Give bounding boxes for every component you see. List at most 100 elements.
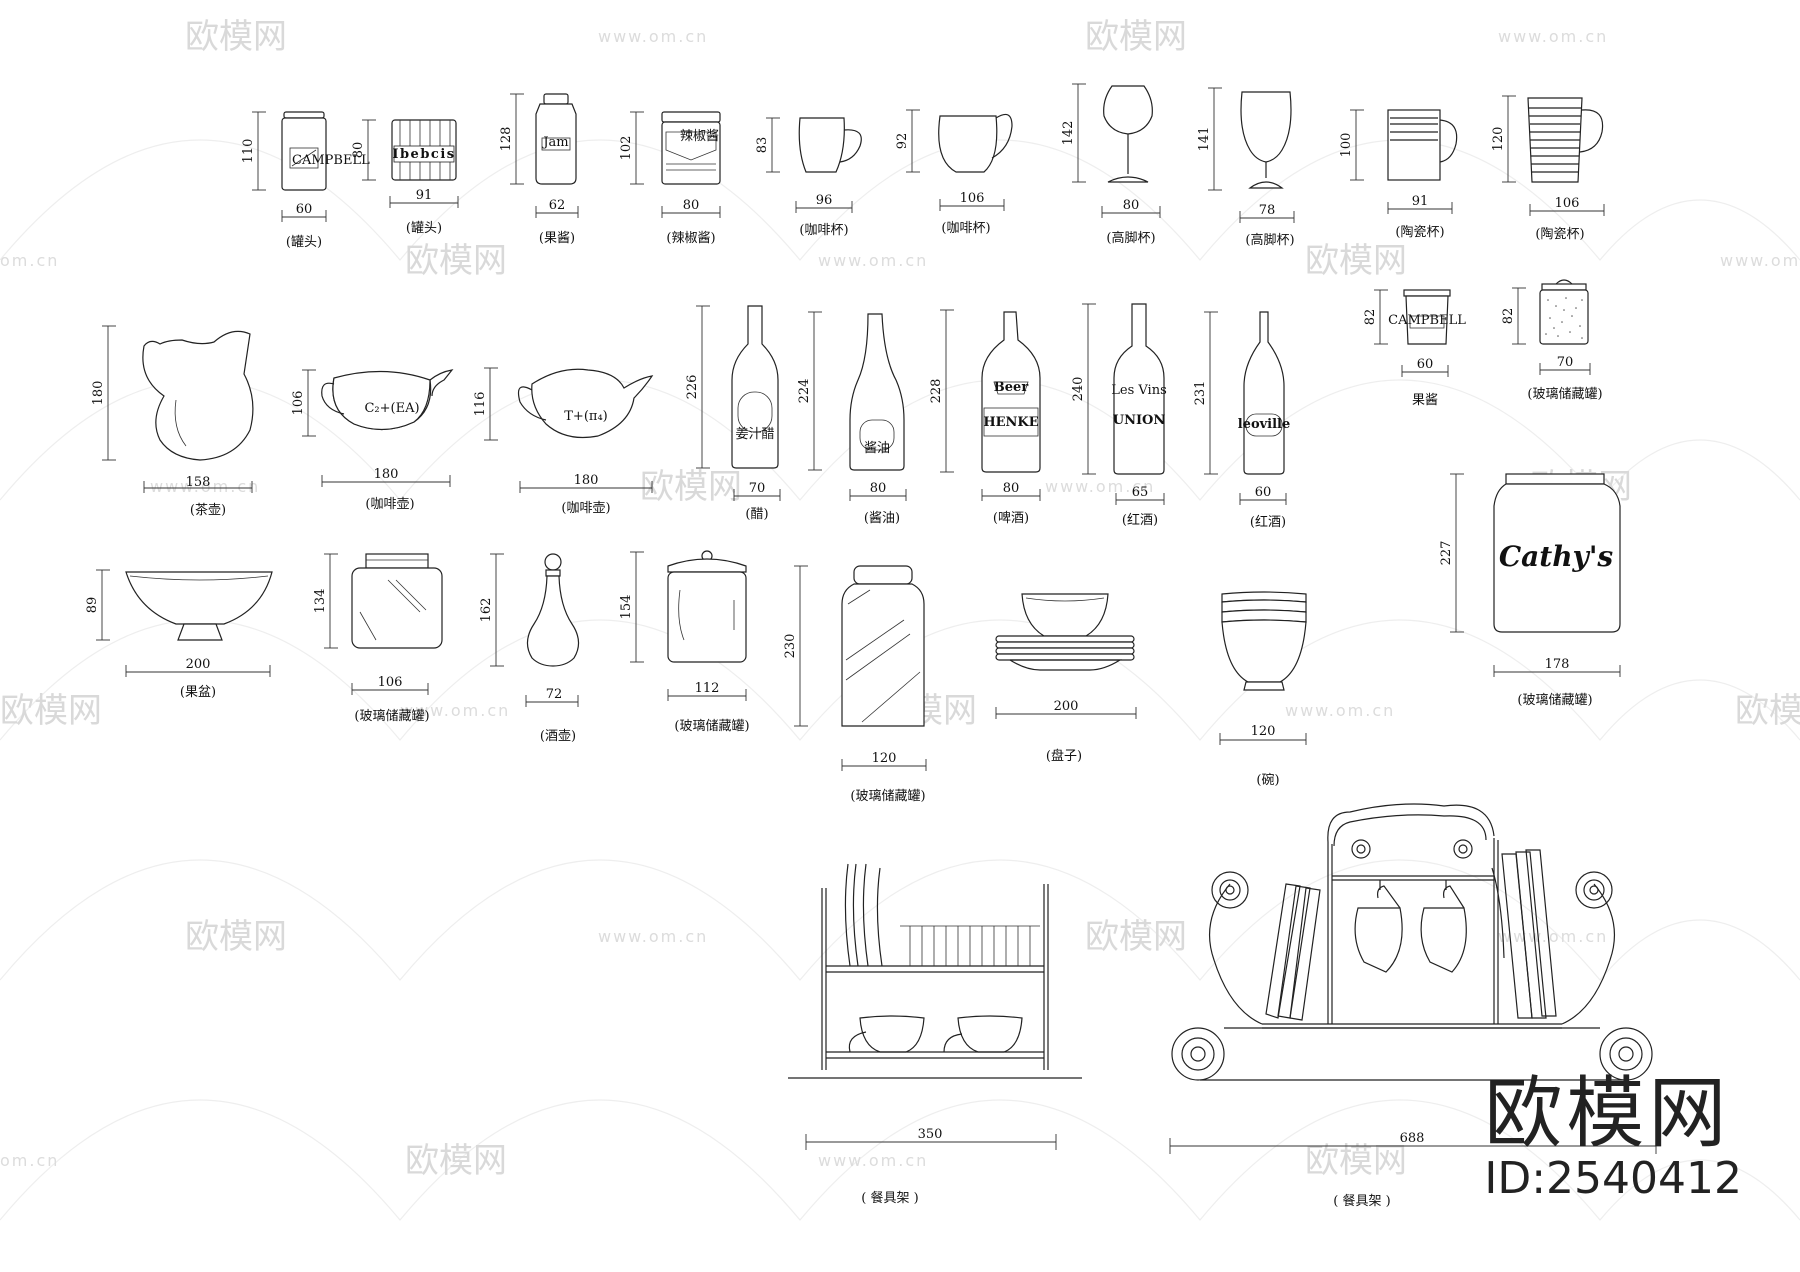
item-caption: (果盆) bbox=[180, 685, 216, 700]
item-label: Jam bbox=[541, 135, 568, 150]
item-coffee-cup-1: 83 96 (咖啡杯) bbox=[755, 117, 862, 238]
item-mug-2: 120 106 (陶瓷杯) bbox=[1491, 95, 1605, 242]
item-teapot: 180 158 (茶壶) bbox=[91, 325, 254, 518]
dim-width: 91 bbox=[1412, 194, 1429, 209]
dim-height: 226 bbox=[685, 375, 700, 400]
item-label: 酱油 bbox=[864, 441, 890, 456]
item-caption: (碗) bbox=[1256, 772, 1279, 788]
item-label: T+(π₄) bbox=[564, 409, 607, 424]
dim-height: 82 bbox=[1501, 308, 1516, 325]
watermark-url: www.om.cn bbox=[1285, 701, 1395, 720]
item-caption: (醋) bbox=[745, 506, 768, 522]
item-caption: (玻璃储藏罐) bbox=[1517, 693, 1592, 708]
dim-width: 350 bbox=[918, 1127, 943, 1142]
dim-width: 180 bbox=[574, 473, 599, 488]
dim-height: 224 bbox=[797, 379, 812, 404]
watermark-url: www.om.cn bbox=[1498, 927, 1608, 946]
item-beer-bottle: Beer HENKE 228 80 (啤酒) bbox=[929, 309, 1041, 526]
watermark-url: www.om.cn bbox=[1720, 251, 1800, 270]
item-caption: (玻璃储藏罐) bbox=[1527, 387, 1602, 402]
item-jar-1: CAMPBELL 110 60 (罐头) bbox=[241, 111, 370, 250]
dim-height: 142 bbox=[1061, 121, 1076, 146]
item-vinegar-bottle: 姜汁醋 226 70 (醋) bbox=[685, 305, 781, 522]
item-soy-sauce-bottle: 酱油 224 80 (酱油) bbox=[797, 311, 907, 526]
item-plates: 200 (盘子) bbox=[995, 593, 1137, 764]
item-caption: (咖啡杯) bbox=[941, 221, 990, 236]
item-caption: (罐头) bbox=[286, 235, 322, 250]
item-caption: (陶瓷杯) bbox=[1395, 224, 1444, 240]
dim-height: 240 bbox=[1071, 377, 1086, 402]
item-fruit-bowl: 89 200 (果盆) bbox=[85, 569, 273, 700]
item-caption: (高脚杯) bbox=[1245, 232, 1294, 248]
item-jam-2: CAMPBELL 82 60 果酱 bbox=[1363, 289, 1466, 408]
dim-width: 60 bbox=[296, 202, 313, 217]
dim-width: 180 bbox=[374, 467, 399, 482]
watermark-logo: 欧模网 bbox=[1305, 1141, 1407, 1181]
item-can: Ibebcis 80 91 (罐头) bbox=[351, 119, 459, 236]
dim-height: 134 bbox=[313, 589, 328, 614]
item-glass-jar-1: 134 106 (玻璃储藏罐) bbox=[313, 553, 443, 724]
dim-width: 106 bbox=[960, 191, 985, 206]
watermark-url: www.om.cn bbox=[598, 927, 708, 946]
item-caption: (咖啡壶) bbox=[365, 497, 414, 512]
item-caption: (罐头) bbox=[406, 221, 442, 236]
dim-width: 70 bbox=[749, 481, 766, 496]
item-coffee-pot-2: T+(π₄) 116 180 (咖啡壶) bbox=[473, 367, 654, 516]
dim-height: 228 bbox=[929, 379, 944, 404]
dim-height: 180 bbox=[91, 381, 106, 406]
watermark-logo: 欧模网 bbox=[640, 467, 742, 507]
dim-width: 72 bbox=[546, 687, 563, 702]
watermark-logo: 欧模网 bbox=[405, 241, 507, 281]
item-glass-jar-small: 82 70 (玻璃储藏罐) bbox=[1501, 279, 1603, 402]
item-caption: (茶壶) bbox=[190, 502, 226, 518]
dim-width: 91 bbox=[416, 188, 433, 203]
brand-stamp: 欧模网 ID:2540412 bbox=[1484, 1074, 1742, 1204]
dim-height: 141 bbox=[1197, 127, 1212, 152]
item-label: Cathy's bbox=[1499, 540, 1614, 573]
item-glass-jar-2: 154 112 (玻璃储藏罐) bbox=[619, 550, 750, 734]
dim-height: 82 bbox=[1363, 309, 1378, 326]
item-chili-sauce: 辣椒酱 102 80 (辣椒酱) bbox=[619, 111, 721, 246]
dim-width: 106 bbox=[1555, 196, 1580, 211]
dim-height: 162 bbox=[479, 598, 494, 623]
dim-width: 200 bbox=[186, 657, 211, 672]
item-caption: (咖啡壶) bbox=[561, 501, 610, 516]
dim-width: 120 bbox=[872, 751, 897, 766]
dim-width: 80 bbox=[1123, 198, 1140, 213]
watermark-url: www.om.cn bbox=[400, 701, 510, 720]
watermark-url: www.om.cn bbox=[1498, 27, 1608, 46]
watermark-url: www.om.cn bbox=[1045, 477, 1155, 496]
item-decanter: 162 72 (酒壶) bbox=[479, 553, 580, 744]
item-label: UNION bbox=[1113, 413, 1166, 428]
dim-width: 62 bbox=[549, 198, 566, 213]
dim-width: 158 bbox=[186, 475, 211, 490]
dim-width: 70 bbox=[1557, 355, 1574, 370]
watermark-logo: 欧模网 bbox=[0, 691, 102, 731]
watermark-url: www.om.cn bbox=[818, 1151, 928, 1170]
dim-width: 80 bbox=[870, 481, 887, 496]
item-caption: (咖啡杯) bbox=[799, 223, 848, 238]
dim-height: 154 bbox=[619, 595, 634, 620]
watermark-logo: 欧模网 bbox=[1735, 691, 1800, 731]
watermark-logo: 欧模网 bbox=[1305, 241, 1407, 281]
dim-height: 116 bbox=[473, 392, 488, 417]
item-caption: (高脚杯) bbox=[1106, 230, 1155, 246]
item-label-2: Les Vins bbox=[1111, 383, 1167, 398]
dim-height: 128 bbox=[499, 127, 514, 152]
item-label: leoville bbox=[1238, 417, 1291, 432]
item-label: CAMPBELL bbox=[292, 153, 370, 168]
dim-height: 100 bbox=[1339, 133, 1354, 158]
item-dish-rack-small: 350 ( 餐具架 ) bbox=[788, 863, 1082, 1206]
item-caption: (果酱) bbox=[539, 231, 575, 246]
watermark-logo: 欧模网 bbox=[405, 1141, 507, 1181]
item-coffee-cup-2: 92 106 (咖啡杯) bbox=[895, 109, 1013, 236]
dim-width: 80 bbox=[683, 198, 700, 213]
brand-logo: 欧模网 bbox=[1484, 1069, 1731, 1159]
watermark-logo: 欧模网 bbox=[1085, 917, 1187, 957]
dim-width: 178 bbox=[1545, 657, 1570, 672]
dim-width: 688 bbox=[1400, 1131, 1425, 1146]
item-coffee-pot-1: C₂+(EA) 106 180 (咖啡壶) bbox=[291, 369, 454, 512]
dim-height: 231 bbox=[1193, 381, 1208, 406]
dim-height: 230 bbox=[783, 634, 798, 659]
